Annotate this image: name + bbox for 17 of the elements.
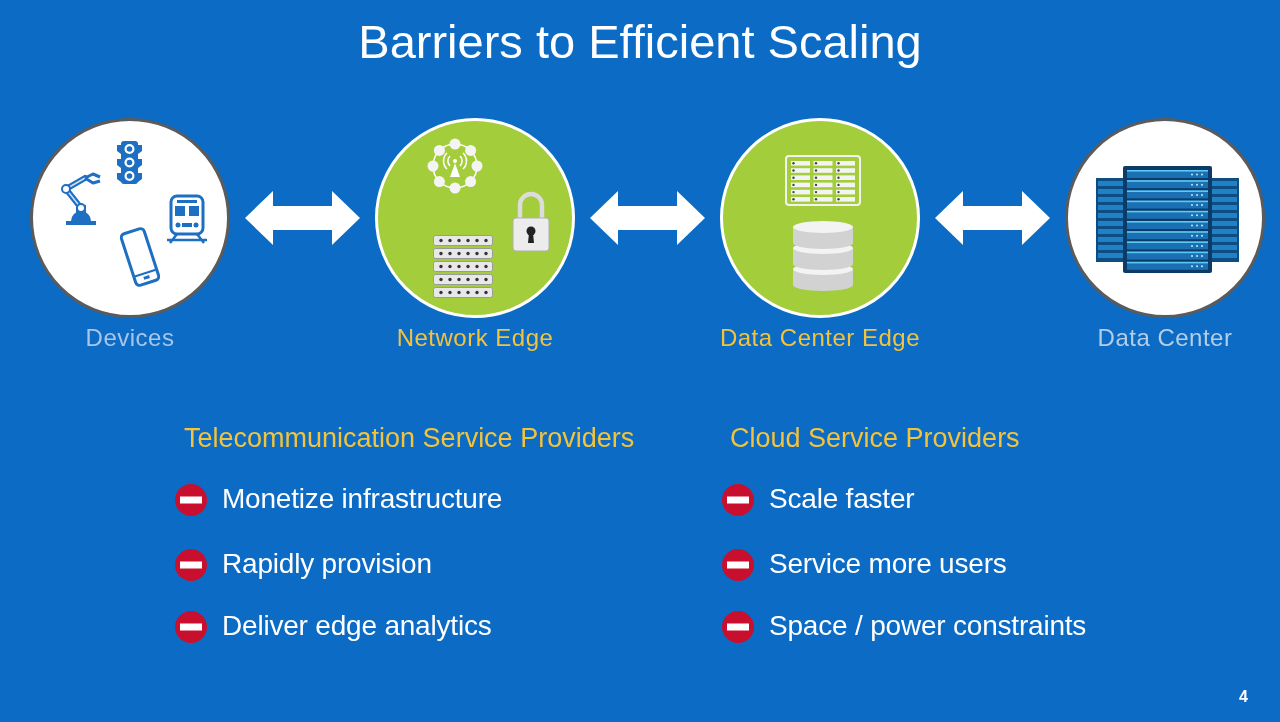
slide-title: Barriers to Efficient Scaling: [358, 14, 922, 70]
barrier-text: Monetize infrastructure: [222, 482, 503, 516]
barrier-text: Deliver edge analytics: [222, 609, 492, 643]
barrier-text: Rapidly provision: [222, 547, 432, 581]
double-arrow: [935, 191, 1050, 245]
double-arrow: [245, 191, 360, 245]
stage-label: Network Edge: [396, 324, 554, 352]
barrier-text: Space / power constraints: [769, 609, 1087, 643]
barrier-text: Scale faster: [769, 482, 915, 516]
stage-label: Data Center Edge: [719, 324, 921, 352]
barrier-text: Service more users: [769, 547, 1007, 581]
provider-heading: Telecommunication Service Providers: [184, 422, 635, 454]
double-arrow: [590, 191, 705, 245]
stage-label: Devices: [85, 324, 175, 352]
provider-heading: Cloud Service Providers: [730, 422, 1020, 454]
page-number: 4: [1239, 688, 1248, 706]
stage-label: Data Center: [1097, 324, 1233, 352]
